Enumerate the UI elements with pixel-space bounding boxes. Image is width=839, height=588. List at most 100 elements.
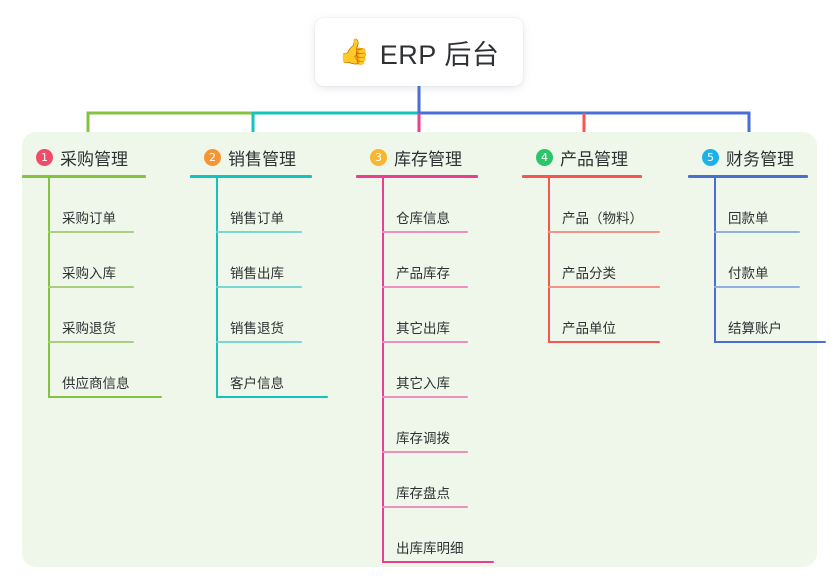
leaf-underline xyxy=(48,396,162,398)
leaf-item[interactable]: 产品库存 xyxy=(356,233,478,288)
branch-underline xyxy=(522,175,642,178)
leaf-item[interactable]: 采购订单 xyxy=(22,178,146,233)
leaf-underline xyxy=(548,286,660,288)
leaf-item[interactable]: 销售订单 xyxy=(190,178,312,233)
branch-title: 销售管理 xyxy=(228,149,296,169)
leaf-item[interactable]: 其它出库 xyxy=(356,288,478,343)
leaf-underline xyxy=(216,286,302,288)
leaf-label: 结算账户 xyxy=(728,321,782,336)
leaf-item[interactable]: 其它入库 xyxy=(356,343,478,398)
leaf-underline xyxy=(48,231,134,233)
leaf-label: 供应商信息 xyxy=(62,376,130,391)
branch-header-1[interactable]: 1 采购管理 xyxy=(22,144,146,170)
leaf-label: 销售退货 xyxy=(230,321,284,336)
branch-stem xyxy=(382,178,384,563)
leaf-item[interactable]: 产品（物料） xyxy=(522,178,660,233)
branch-underline xyxy=(356,175,478,178)
branch-number-badge: 5 xyxy=(702,148,719,166)
leaf-item[interactable]: 采购退货 xyxy=(22,288,146,343)
thumbs-up-icon: 👍 xyxy=(338,37,370,66)
leaf-label: 产品分类 xyxy=(562,266,616,281)
branch-stem xyxy=(48,178,50,398)
leaf-item[interactable]: 库存调拨 xyxy=(356,398,478,453)
root-node-title: ERP 后台 xyxy=(379,39,500,70)
leaf-label: 库存盘点 xyxy=(396,486,450,501)
leaf-underline xyxy=(548,231,660,233)
root-node[interactable]: 👍 ERP 后台 xyxy=(315,18,523,86)
leaf-label: 销售订单 xyxy=(230,211,284,226)
branch-header-3[interactable]: 3 库存管理 xyxy=(356,144,478,170)
branch-leaf-list: 销售订单销售出库销售退货客户信息 xyxy=(190,178,328,398)
leaf-label: 付款单 xyxy=(728,266,769,281)
leaf-underline xyxy=(216,231,302,233)
branch-number-badge: 2 xyxy=(204,148,221,166)
leaf-label: 采购订单 xyxy=(62,211,116,226)
leaf-label: 其它入库 xyxy=(396,376,450,391)
branch-number-badge: 1 xyxy=(36,148,53,166)
leaf-item[interactable]: 销售出库 xyxy=(190,233,312,288)
branch-title: 库存管理 xyxy=(394,149,462,169)
leaf-underline xyxy=(382,506,468,508)
leaf-underline xyxy=(216,341,302,343)
leaf-label: 库存调拨 xyxy=(396,431,450,446)
branch-number-badge: 4 xyxy=(536,148,553,166)
branch-number-badge: 3 xyxy=(370,148,387,166)
leaf-label: 采购入库 xyxy=(62,266,116,281)
branch-column-5: 5 财务管理回款单付款单结算账户 xyxy=(688,144,826,343)
leaf-underline xyxy=(548,341,660,343)
branch-leaf-list: 回款单付款单结算账户 xyxy=(688,178,826,343)
diagram-panel xyxy=(22,132,817,567)
leaf-item[interactable]: 回款单 xyxy=(688,178,808,233)
branch-title: 采购管理 xyxy=(60,149,128,169)
branch-title: 产品管理 xyxy=(560,149,628,169)
leaf-underline xyxy=(714,341,826,343)
leaf-label: 产品库存 xyxy=(396,266,450,281)
branch-column-4: 4 产品管理产品（物料） 产品分类产品单位 xyxy=(522,144,660,343)
leaf-item[interactable]: 产品单位 xyxy=(522,288,660,343)
branch-stem xyxy=(714,178,716,343)
leaf-underline xyxy=(382,396,468,398)
leaf-item[interactable]: 产品分类 xyxy=(522,233,660,288)
leaf-underline xyxy=(714,231,800,233)
leaf-label: 客户信息 xyxy=(230,376,284,391)
leaf-item[interactable]: 出库库明细 xyxy=(356,508,494,563)
leaf-label: 出库库明细 xyxy=(396,541,464,556)
branch-column-1: 1 采购管理采购订单采购入库采购退货供应商信息 xyxy=(22,144,162,398)
leaf-item[interactable]: 采购入库 xyxy=(22,233,146,288)
leaf-underline xyxy=(216,396,328,398)
leaf-item[interactable]: 付款单 xyxy=(688,233,808,288)
branch-underline xyxy=(190,175,312,178)
leaf-item[interactable]: 客户信息 xyxy=(190,343,328,398)
leaf-underline xyxy=(382,561,494,563)
leaf-underline xyxy=(382,341,468,343)
leaf-label: 产品（物料） xyxy=(562,211,643,226)
branch-underline xyxy=(688,175,808,178)
branch-title: 财务管理 xyxy=(726,149,794,169)
leaf-item[interactable]: 库存盘点 xyxy=(356,453,478,508)
branch-header-2[interactable]: 2 销售管理 xyxy=(190,144,312,170)
branch-underline xyxy=(22,175,146,178)
leaf-item[interactable]: 结算账户 xyxy=(688,288,826,343)
leaf-label: 产品单位 xyxy=(562,321,616,336)
leaf-item[interactable]: 供应商信息 xyxy=(22,343,162,398)
leaf-label: 回款单 xyxy=(728,211,769,226)
leaf-label: 其它出库 xyxy=(396,321,450,336)
branch-header-5[interactable]: 5 财务管理 xyxy=(688,144,808,170)
leaf-item[interactable]: 仓库信息 xyxy=(356,178,478,233)
branch-leaf-list: 仓库信息产品库存其它出库其它入库库存调拨库存盘点出库库明细 xyxy=(356,178,494,563)
branch-leaf-list: 采购订单采购入库采购退货供应商信息 xyxy=(22,178,162,398)
branch-column-2: 2 销售管理销售订单销售出库销售退货客户信息 xyxy=(190,144,328,398)
leaf-underline xyxy=(382,451,468,453)
leaf-underline xyxy=(48,286,134,288)
branch-stem xyxy=(216,178,218,398)
leaf-underline xyxy=(382,286,468,288)
leaf-item[interactable]: 销售退货 xyxy=(190,288,312,343)
leaf-label: 采购退货 xyxy=(62,321,116,336)
branch-header-4[interactable]: 4 产品管理 xyxy=(522,144,642,170)
leaf-underline xyxy=(48,341,134,343)
leaf-label: 销售出库 xyxy=(230,266,284,281)
branch-column-3: 3 库存管理仓库信息产品库存其它出库其它入库库存调拨库存盘点出库库明细 xyxy=(356,144,494,563)
branch-leaf-list: 产品（物料） 产品分类产品单位 xyxy=(522,178,660,343)
leaf-label: 仓库信息 xyxy=(396,211,450,226)
